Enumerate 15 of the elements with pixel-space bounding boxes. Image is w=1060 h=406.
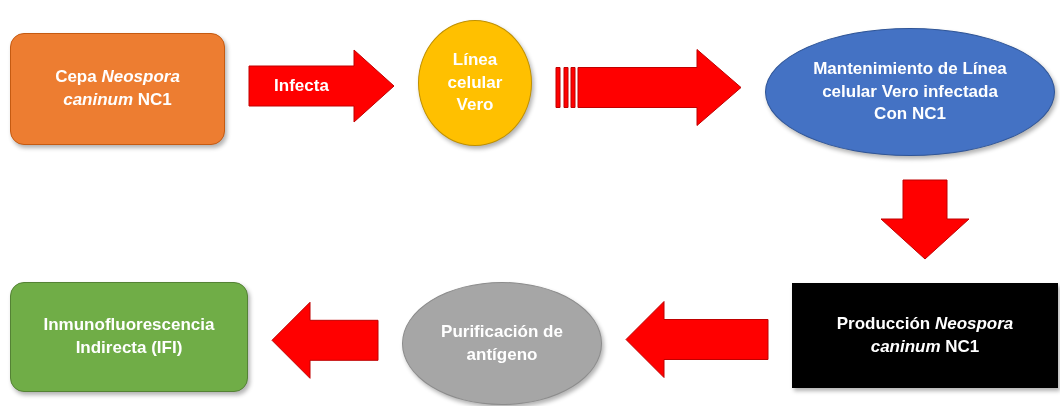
- node-label: Inmunofluorescencia Indirecta (IFI): [42, 314, 216, 359]
- block-arrow: [271, 301, 379, 379]
- node-label: Cepa Neospora caninum NC1: [54, 66, 181, 111]
- process-box: [10, 33, 225, 145]
- node-label: Mantenimiento de Línea celular Vero infectada Con NC1: [812, 57, 1008, 126]
- edge-label: Infecta: [274, 76, 329, 96]
- block-arrow: [577, 49, 742, 126]
- block-arrow: [248, 49, 395, 123]
- process-box: [792, 283, 1058, 388]
- node-label: Purificación de antígeno: [440, 320, 564, 366]
- block-arrow: [880, 179, 970, 260]
- node-label: Línea celular Vero: [446, 48, 504, 117]
- node-label: Producción Neospora caninum NC1: [835, 312, 1015, 358]
- process-box: [10, 282, 248, 392]
- block-arrow: [625, 301, 769, 378]
